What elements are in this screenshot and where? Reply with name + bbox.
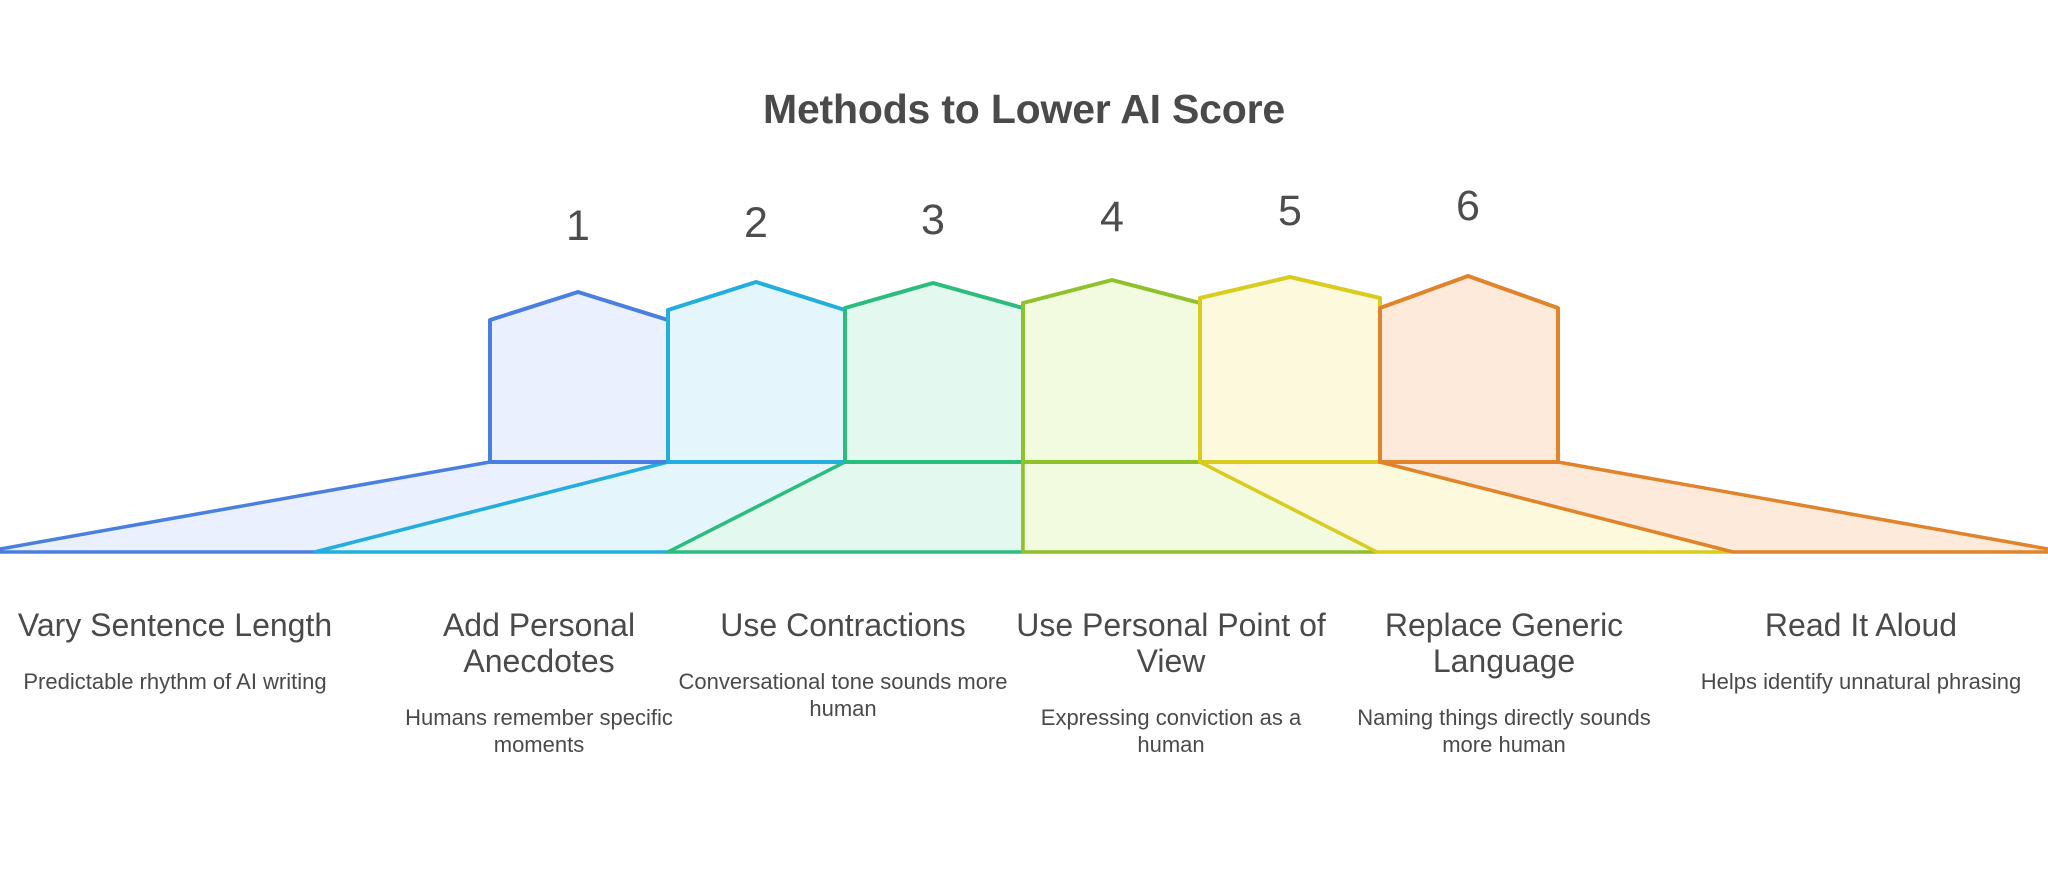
label-title-6: Read It Aloud xyxy=(1764,607,1958,643)
house-steps xyxy=(488,274,1560,464)
page-title: Methods to Lower AI Score xyxy=(763,86,1285,132)
label-desc-5: Naming things directly sounds more human xyxy=(1357,704,1651,758)
step-number-4: 4 xyxy=(1100,193,1124,241)
label-desc-1: Predictable rhythm of AI writing xyxy=(23,668,327,694)
step-labels: Vary Sentence Length Predictable rhythm … xyxy=(0,607,2048,887)
step-number-1: 1 xyxy=(566,202,590,250)
label-column-2[interactable]: Add Personal Anecdotes Humans remember s… xyxy=(374,607,704,759)
house-step-1[interactable] xyxy=(488,290,670,464)
step-number-5: 5 xyxy=(1278,187,1302,235)
label-column-3[interactable]: Use Contractions Conversational tone sou… xyxy=(678,607,1008,723)
house-step-6[interactable] xyxy=(1378,274,1560,464)
label-title-3: Use Contractions xyxy=(720,607,966,643)
label-column-5[interactable]: Replace Generic Language Naming things d… xyxy=(1334,607,1674,759)
label-desc-4: Expressing conviction as a human xyxy=(1040,704,1302,758)
label-title-2: Add Personal Anecdotes xyxy=(442,607,636,679)
label-column-4[interactable]: Use Personal Point of View Expressing co… xyxy=(1006,607,1336,759)
step-number-2: 2 xyxy=(744,199,768,247)
label-title-1: Vary Sentence Length xyxy=(17,607,333,643)
step-number-6: 6 xyxy=(1456,182,1480,230)
house-step-2[interactable] xyxy=(666,280,847,464)
floor-panels xyxy=(0,460,2048,554)
label-column-6[interactable]: Read It Aloud Helps identify unnatural p… xyxy=(1696,607,2026,695)
label-column-1[interactable]: Vary Sentence Length Predictable rhythm … xyxy=(10,607,340,695)
label-title-5: Replace Generic Language xyxy=(1384,607,1624,679)
label-desc-6: Helps identify unnatural phrasing xyxy=(1700,668,2022,694)
house-step-3[interactable] xyxy=(843,281,1025,464)
label-title-4: Use Personal Point of View xyxy=(1016,607,1326,679)
label-desc-2: Humans remember specific moments xyxy=(405,704,673,758)
house-step-4[interactable] xyxy=(1021,278,1202,464)
house-step-5[interactable] xyxy=(1198,275,1382,464)
step-number-3: 3 xyxy=(921,196,945,244)
label-desc-3: Conversational tone sounds more human xyxy=(678,668,1008,722)
